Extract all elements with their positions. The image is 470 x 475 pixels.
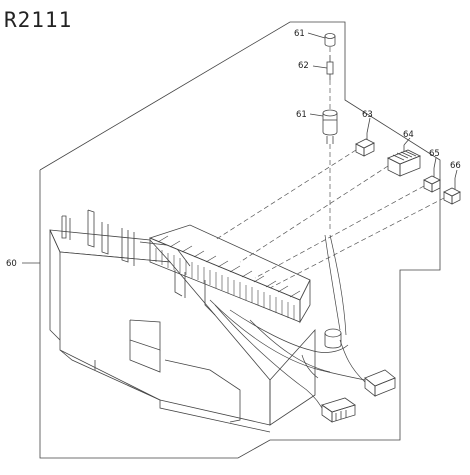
label-66-leader xyxy=(454,169,458,179)
harness-connector-left xyxy=(321,397,356,423)
part-65-connector xyxy=(423,168,441,193)
label-65: 65 xyxy=(429,149,440,159)
label-60: 60 xyxy=(6,259,17,269)
tray-body xyxy=(49,209,316,433)
part-61-socket xyxy=(322,109,338,144)
label-61-leader xyxy=(307,32,326,39)
label-61b: 61 xyxy=(296,110,307,120)
label-62: 62 xyxy=(298,61,309,71)
assembly-lines xyxy=(214,47,445,289)
label-61b-leader xyxy=(309,113,324,117)
label-64: 64 xyxy=(403,130,414,140)
label-63-leader xyxy=(366,117,371,134)
diagram-title: R2111 xyxy=(4,8,73,32)
label-63: 63 xyxy=(362,110,373,120)
part-62-bulb xyxy=(326,55,334,80)
label-62-leader xyxy=(312,65,328,69)
harness-connector-right xyxy=(364,369,396,397)
terminal-block xyxy=(148,224,311,324)
part-66-connector xyxy=(443,178,461,205)
assembly-boundary xyxy=(39,21,441,459)
label-64-leader xyxy=(403,137,411,146)
label-66: 66 xyxy=(450,161,461,171)
part-61-cap xyxy=(324,33,336,47)
part-64-connector xyxy=(387,145,421,177)
lamp-socket xyxy=(324,328,342,349)
label-65-leader xyxy=(433,157,437,169)
part-63-connector xyxy=(355,133,375,157)
label-61: 61 xyxy=(294,29,305,39)
wiring-harness xyxy=(209,234,366,409)
